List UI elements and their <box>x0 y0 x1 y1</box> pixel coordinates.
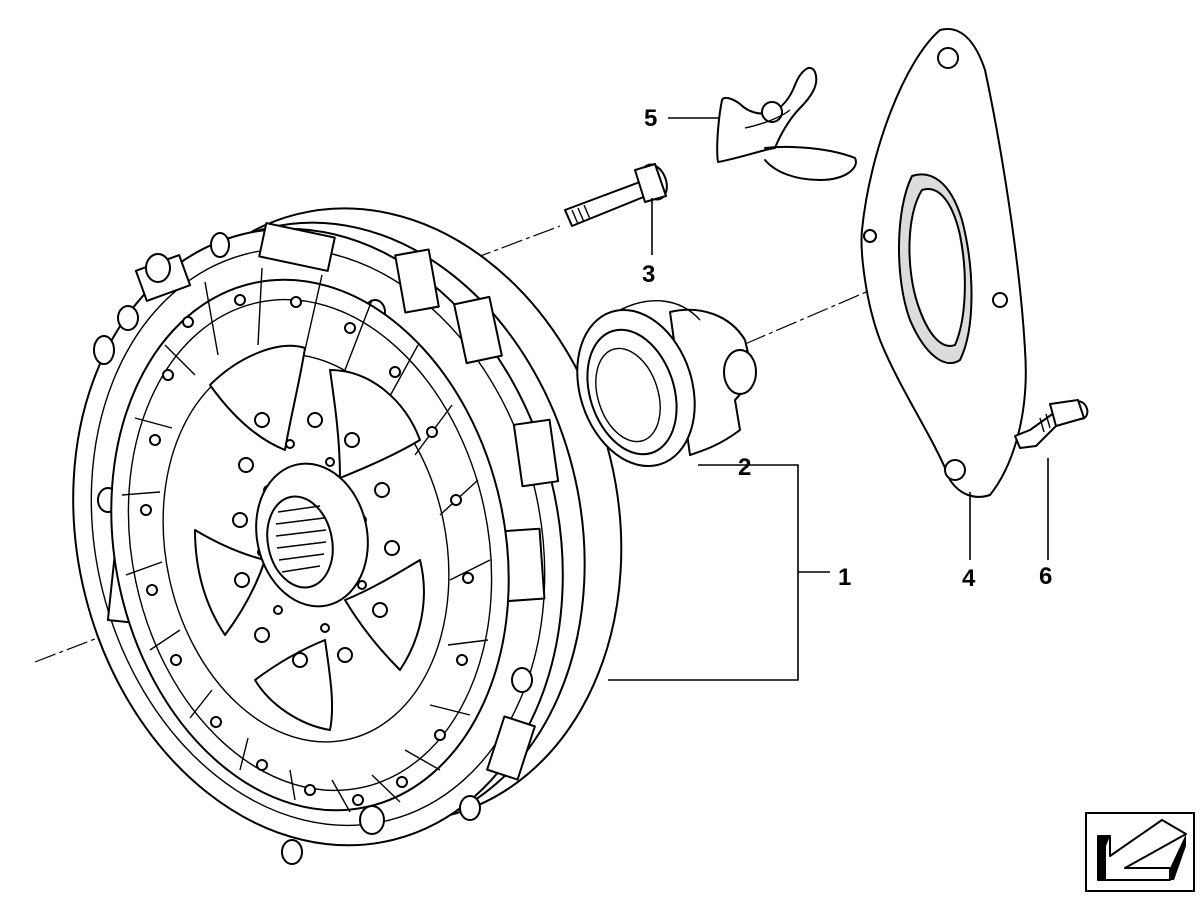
callout-5[interactable]: 5 <box>644 105 657 132</box>
callout-2[interactable]: 2 <box>738 454 751 481</box>
callout-4[interactable]: 4 <box>962 565 976 592</box>
bolt[interactable] <box>564 161 671 227</box>
hub-splines <box>275 505 327 573</box>
friction-rivets <box>140 294 474 806</box>
bolt-thread <box>565 204 591 227</box>
clutch-assembly[interactable] <box>10 155 685 898</box>
cover-tabs <box>106 222 560 781</box>
release-bearing[interactable] <box>558 295 757 482</box>
bleeder-pin[interactable] <box>1014 399 1090 449</box>
friction-segments <box>121 267 491 813</box>
callout-6[interactable]: 6 <box>1039 563 1052 590</box>
disc-hub-spider <box>194 344 425 731</box>
callout-3[interactable]: 3 <box>642 261 655 288</box>
direction-arrow-icon[interactable] <box>1085 812 1195 892</box>
guide-plate[interactable] <box>860 28 1027 498</box>
spring-clip[interactable] <box>716 66 857 181</box>
callout-1[interactable]: 1 <box>838 564 851 591</box>
callout-labels: 1 2 3 4 5 6 <box>642 105 1052 592</box>
leader-lines <box>608 117 1049 681</box>
